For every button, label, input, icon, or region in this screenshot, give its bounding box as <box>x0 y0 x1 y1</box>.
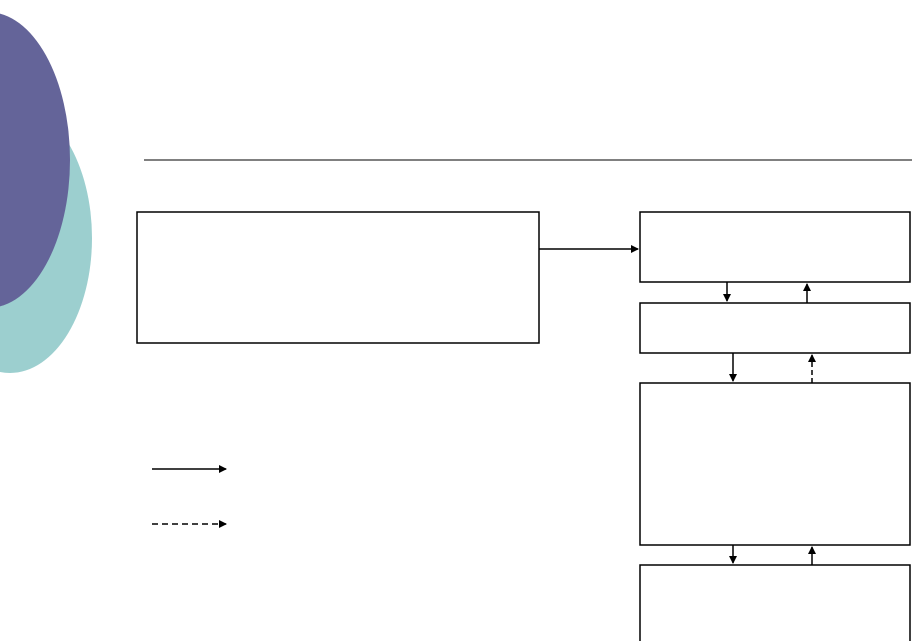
decorative-circle-front <box>0 13 70 307</box>
source-box <box>136 211 540 344</box>
stack-box-3 <box>639 382 911 546</box>
stack-box-1 <box>639 211 911 283</box>
stack-box-2 <box>639 302 911 354</box>
legend <box>152 465 227 528</box>
stack-box-4 <box>639 564 911 641</box>
